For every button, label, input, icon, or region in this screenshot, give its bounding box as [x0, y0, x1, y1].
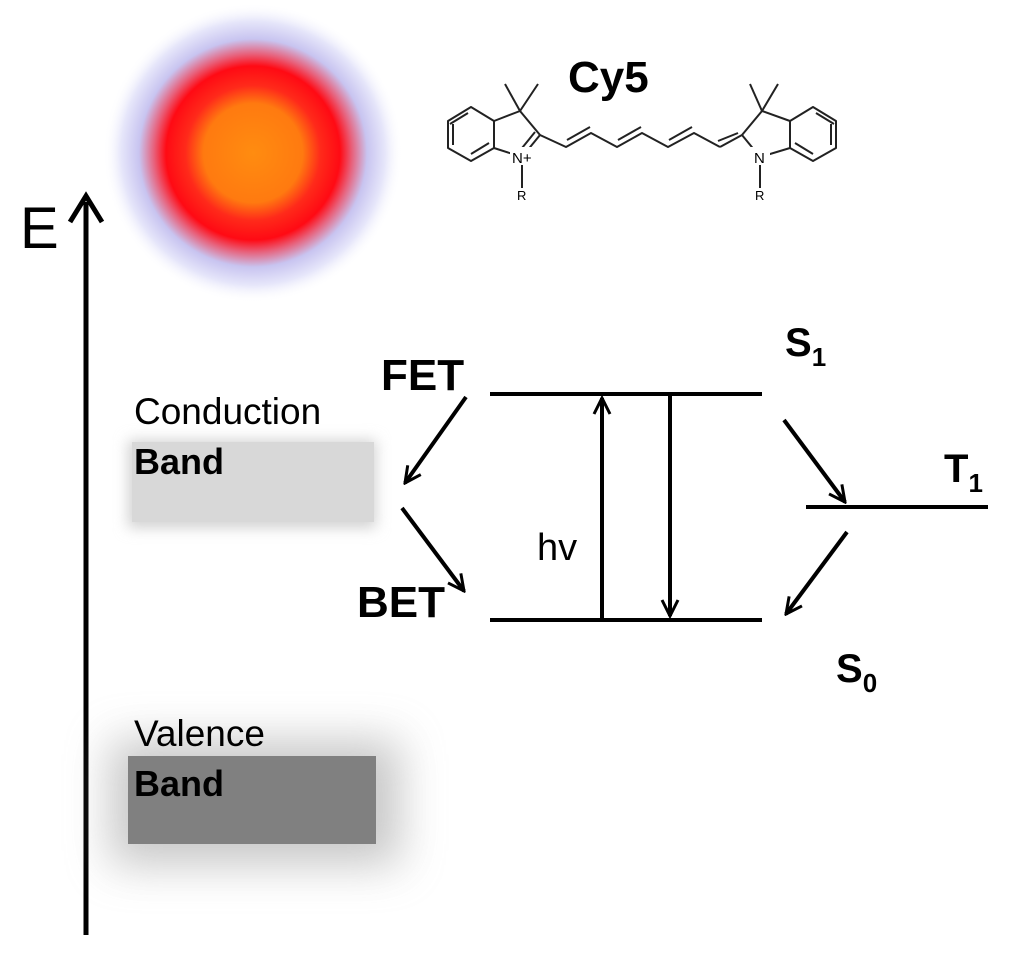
conduction-band: [128, 440, 376, 528]
excitation-label: hv: [537, 527, 577, 569]
isc-arrow: [782, 418, 845, 502]
energy-axis-label: E: [20, 196, 59, 261]
valence-band: [110, 740, 400, 865]
molecule-n-plus: N+: [512, 150, 532, 167]
t1-decay-arrow: [786, 530, 849, 614]
molecule-r-right: R: [755, 188, 764, 203]
bet-label: BET: [357, 578, 445, 627]
quantum-dot-glow: [103, 3, 403, 303]
energy-axis: [67, 191, 105, 935]
n-mask: [750, 147, 770, 165]
fet-arrow: [405, 395, 468, 483]
cy5-structure: [447, 83, 837, 188]
conduction-band-label-line2: Band: [134, 441, 224, 482]
conduction-band-label-line1: Conduction: [134, 391, 321, 432]
n-plus-mask: [510, 147, 534, 165]
valence-band-label-line1: Valence: [134, 713, 265, 754]
molecule-name: Cy5: [568, 53, 649, 102]
t1-label: T1: [944, 447, 983, 498]
molecule-n: N: [754, 150, 765, 167]
fet-label: FET: [381, 351, 464, 400]
bet-arrow: [400, 506, 464, 591]
s0-label: S0: [836, 647, 877, 698]
s1-label: S1: [785, 321, 826, 372]
valence-band-label-line2: Band: [134, 763, 224, 804]
molecule-r-left: R: [517, 188, 526, 203]
